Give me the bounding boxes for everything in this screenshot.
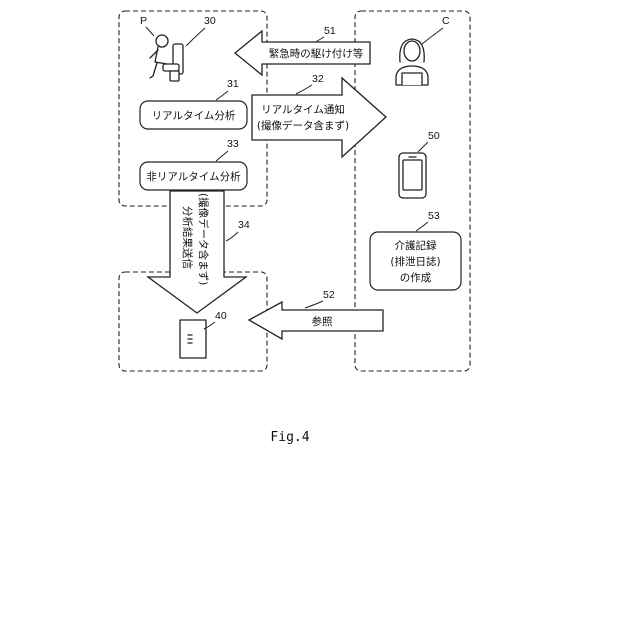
non-realtime-analysis-label: 非リアルタイム分析 [146,170,241,183]
caregiver-letter: C [442,15,450,27]
realtime-analysis-label: リアルタイム分析 [152,109,236,122]
patient-leader-line [186,28,205,46]
smartphone-icon [399,153,426,198]
patient-leader-line-p [146,27,154,36]
patient-letter: P [140,15,147,27]
figure-caption: Fig.4 [270,430,309,445]
caregiver-icon [396,39,428,85]
notify-arrow-number: 32 [312,73,324,85]
notify-arrow [252,78,386,157]
result-arrow [148,191,246,313]
care-record-line2: (排泄日誌) [390,255,440,268]
server-icon [180,320,206,358]
terminal-number: 50 [428,130,440,142]
realtime-analysis-leader [216,91,228,100]
result-arrow-line2: (撮像データ含まず) [197,193,210,285]
caregiver-leader [422,28,443,44]
care-record-number: 53 [428,210,440,222]
server-number: 40 [215,310,227,322]
result-arrow-line1: 分析結果送信 [181,206,194,269]
notify-arrow-leader [296,85,312,94]
non-realtime-analysis-number: 33 [227,138,239,150]
emergency-arrow-number: 51 [324,25,336,37]
patient-on-toilet-icon [150,35,183,81]
reference-arrow-label: 参照 [312,315,333,328]
terminal-leader [418,142,428,152]
result-arrow-leader [226,232,238,241]
result-arrow-number: 34 [238,219,250,231]
notify-arrow-line1: リアルタイム通知 [261,103,345,116]
non-realtime-analysis-leader [216,151,228,161]
notify-arrow-line2: (撮像データ含まず) [257,119,349,132]
care-record-line3: の作成 [400,272,432,284]
patient-area-number: 30 [204,15,216,27]
reference-arrow-number: 52 [323,289,335,301]
emergency-arrow-label: 緊急時の駆け付け等 [269,47,364,60]
reference-arrow-leader [305,301,323,308]
care-record-leader [416,222,428,231]
realtime-analysis-number: 31 [227,78,239,90]
care-record-line1: 介護記録 [395,239,437,252]
